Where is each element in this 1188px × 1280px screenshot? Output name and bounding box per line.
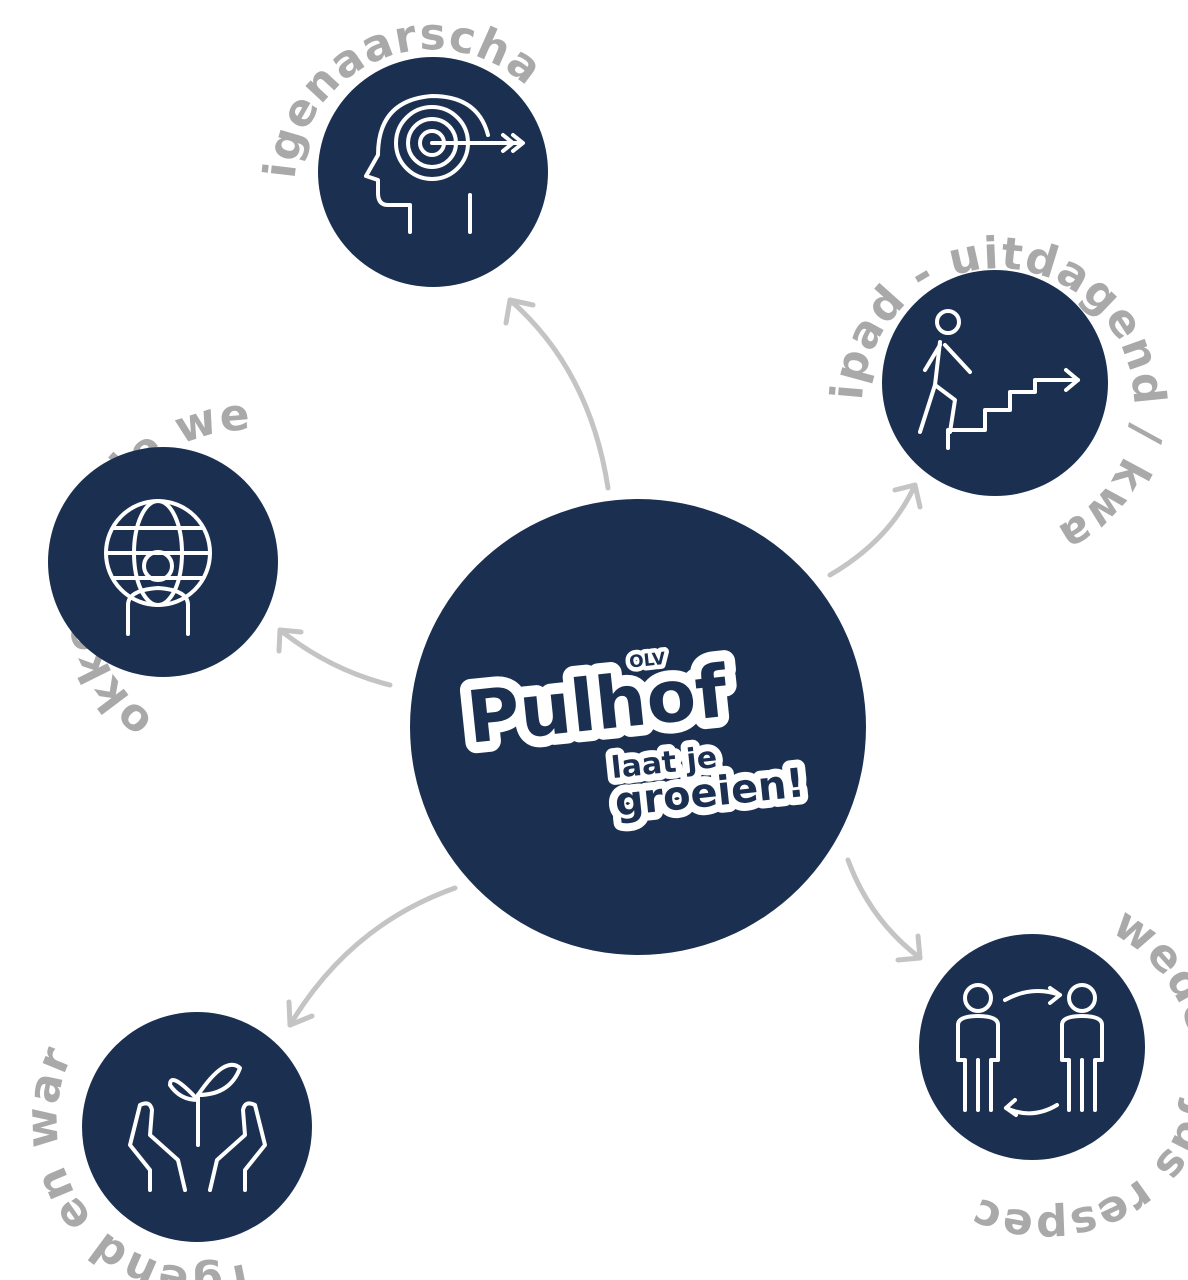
arrow-to-betrokken bbox=[276, 627, 393, 688]
head-target-icon bbox=[364, 94, 525, 234]
arrow-to-zorgend bbox=[286, 885, 458, 1028]
logo-small-text: OLV bbox=[628, 649, 667, 673]
node-groeipad bbox=[882, 270, 1108, 496]
arrow-to-wederzijds bbox=[845, 857, 923, 963]
hands-plant-icon bbox=[128, 1062, 267, 1192]
arrow-to-eigenaarschap bbox=[503, 297, 611, 491]
node-eigenaarschap bbox=[318, 57, 548, 287]
center-node: Pulhof Pulhof OLV OLV laat je laat je gr… bbox=[410, 499, 866, 955]
node-zorgend bbox=[82, 1012, 312, 1242]
node-betrokken bbox=[48, 447, 278, 677]
node-wederzijds bbox=[919, 934, 1145, 1160]
center-circle bbox=[410, 499, 866, 955]
arrow-to-groeipad bbox=[827, 482, 923, 578]
globe-person-icon bbox=[104, 499, 212, 636]
person-stairs-icon bbox=[918, 309, 1080, 450]
people-exchange-icon bbox=[956, 983, 1104, 1117]
